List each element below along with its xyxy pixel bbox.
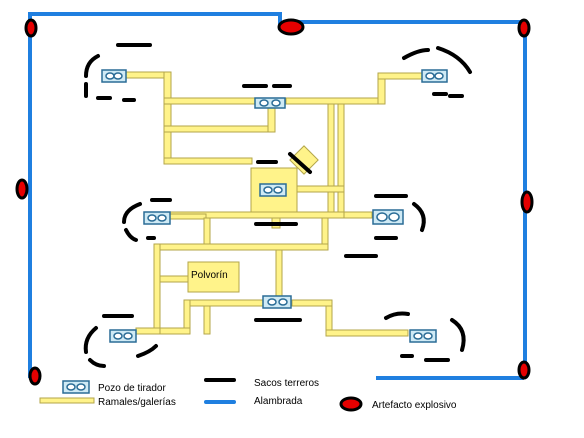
- legend-item-gallery: Ramales/galerías: [39, 397, 176, 408]
- gallery: [337, 103, 345, 217]
- legend-item-sandbag: Sacos terreros: [204, 378, 319, 389]
- pit-icon: [109, 329, 137, 343]
- explosive-devices: [15, 18, 534, 386]
- sandbag: [436, 46, 472, 74]
- sandbag: [402, 48, 430, 60]
- sandbag: [84, 54, 100, 78]
- gallery: [275, 249, 283, 297]
- gallery: [163, 157, 253, 165]
- sandbags: [83, 43, 472, 368]
- gallery: [169, 213, 207, 220]
- legend-item-pit: Pozo de tirador: [62, 380, 166, 394]
- gallery: [203, 217, 211, 247]
- gallery: [327, 103, 335, 217]
- pit-icon: [262, 295, 292, 309]
- sandbag: [122, 202, 142, 224]
- pit-icon: [421, 69, 448, 83]
- sandbag: [124, 228, 138, 242]
- legend-label: Alambrada: [254, 396, 303, 407]
- explosive-icon: [24, 18, 38, 38]
- fence-top-left: [28, 12, 282, 30]
- gallery-line-icon: [39, 397, 95, 404]
- gallery: [153, 243, 161, 335]
- sandbag: [412, 202, 426, 232]
- explosive-icon: [28, 366, 42, 386]
- explosive-icon: [15, 178, 29, 200]
- explosive-icon: [520, 190, 534, 214]
- powder-room-label: Polvorín: [191, 270, 228, 281]
- sandbag: [288, 152, 312, 174]
- gallery: [295, 185, 345, 193]
- gallery: [159, 327, 191, 335]
- explosive-icon: [277, 18, 305, 36]
- gallery: [291, 299, 333, 307]
- gallery: [163, 71, 172, 165]
- explosive-icon: [517, 360, 531, 380]
- pit-icon: [372, 209, 404, 225]
- gallery: [135, 327, 161, 335]
- explosive-icon: [339, 396, 363, 412]
- gallery: [289, 145, 319, 175]
- pit-icon: [254, 97, 286, 109]
- legend-label: Artefacto explosivo: [372, 400, 457, 411]
- gallery: [325, 329, 409, 337]
- gallery: [159, 275, 189, 283]
- sandbag: [450, 318, 466, 352]
- legend-label: Sacos terreros: [254, 378, 319, 389]
- gallery: [343, 211, 373, 219]
- pit-icon: [62, 380, 90, 394]
- gallery: [153, 243, 329, 251]
- pit-icon: [143, 211, 171, 225]
- gallery: [163, 97, 265, 105]
- legend-label: Pozo de tirador: [98, 383, 166, 394]
- gallery: [163, 125, 275, 133]
- explosive-icon: [517, 18, 531, 38]
- pit-icon: [259, 183, 287, 197]
- rifle-pits: [101, 69, 448, 343]
- sandbag: [83, 326, 98, 354]
- sandbag: [136, 344, 158, 358]
- pit-icon: [409, 329, 437, 343]
- gallery: [125, 71, 171, 79]
- legend: Pozo de tirador Ramales/galerías Sacos t…: [39, 378, 457, 412]
- sandbag: [88, 358, 106, 368]
- legend-label: Ramales/galerías: [98, 397, 176, 408]
- gallery: [183, 299, 265, 307]
- gallery: [321, 217, 329, 247]
- pit-icon: [101, 69, 127, 83]
- gallery: [203, 305, 211, 335]
- legend-item-fence: Alambrada: [204, 396, 303, 407]
- legend-item-explosive: Artefacto explosivo: [339, 396, 457, 412]
- gallery: [377, 72, 423, 80]
- gallery: [285, 97, 385, 105]
- powder-room: [187, 261, 240, 293]
- sandbag: [384, 311, 410, 320]
